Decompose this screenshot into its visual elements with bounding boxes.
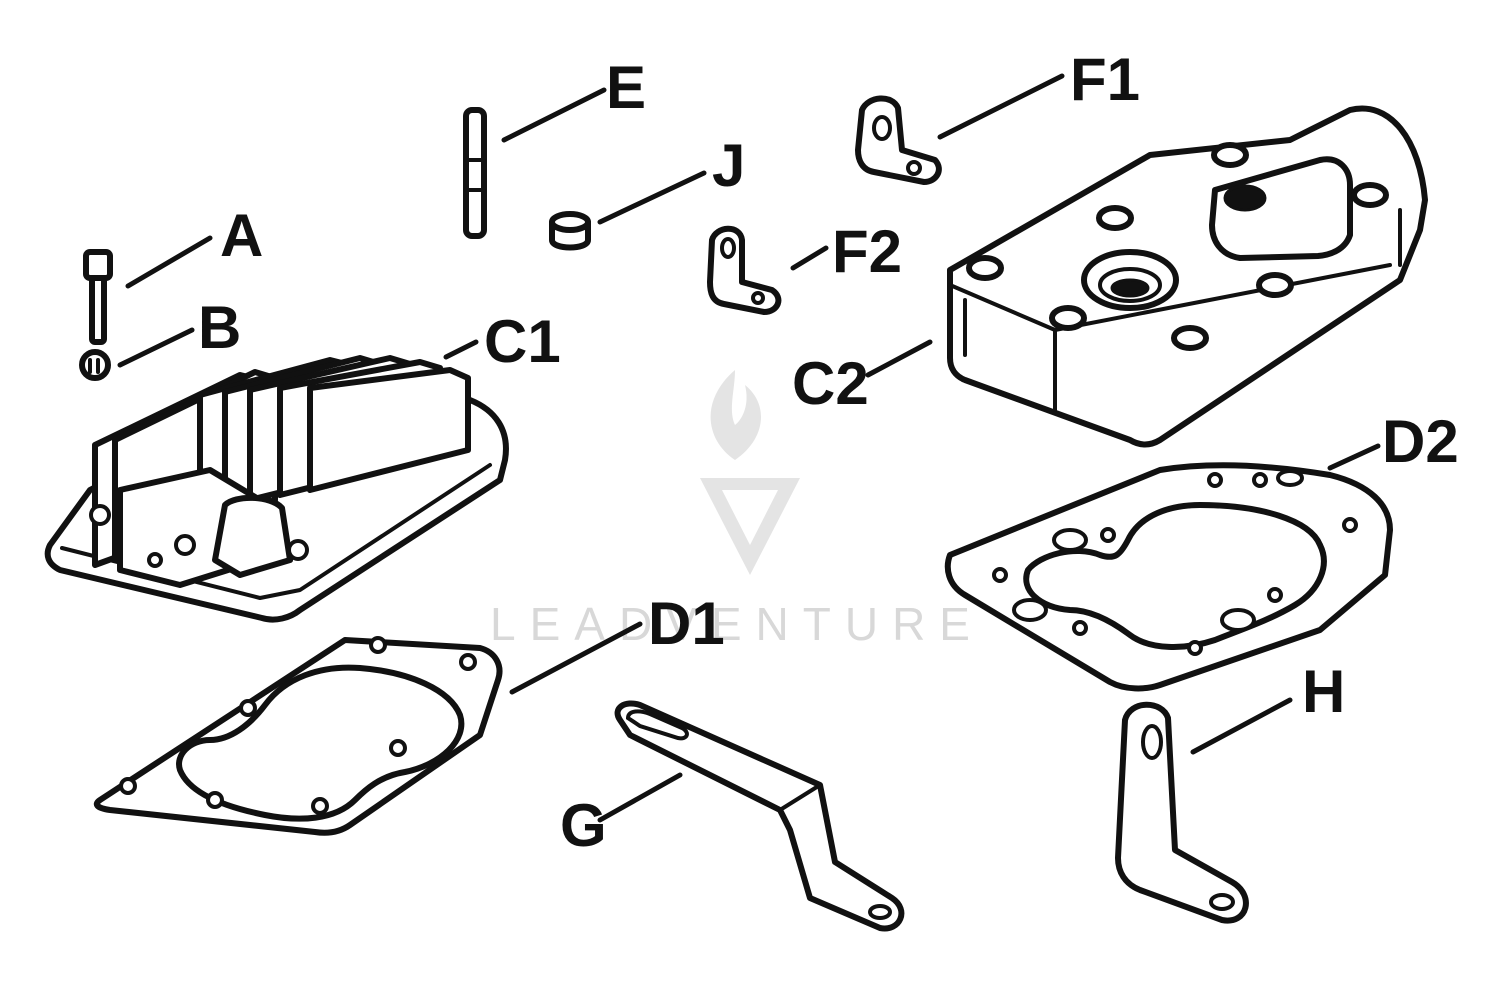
- c1-fins: [92, 355, 471, 588]
- leader-c1: [443, 339, 479, 360]
- watermark-text: LEADVENTURE: [490, 598, 984, 650]
- part-j-spacer: [549, 211, 591, 251]
- callout-label-b: B: [198, 294, 241, 361]
- part-h-bracket: [1115, 701, 1249, 924]
- part-e-stud: [463, 107, 487, 239]
- part-f1-bracket: [855, 95, 942, 185]
- callout-label-f2: F2: [832, 218, 902, 285]
- callout-label-d1: D1: [648, 590, 725, 657]
- leader-e: [501, 87, 607, 143]
- part-f2-bracket: [707, 225, 782, 315]
- callout-label-h: H: [1302, 658, 1345, 725]
- leader-c2: [865, 339, 933, 378]
- part-g-bracket: [614, 700, 905, 932]
- callout-label-f1: F1: [1070, 46, 1140, 113]
- watermark-logo-icon: [700, 370, 800, 575]
- callout-label-g: G: [560, 792, 607, 859]
- callout-label-e: E: [606, 54, 646, 121]
- leader-d1: [509, 621, 643, 695]
- part-c1-cylinder-head: [44, 355, 509, 623]
- callout-labels: A B C1 C2 D1 D2 E F1 F2 G H J: [198, 46, 1459, 859]
- leader-a: [125, 235, 213, 289]
- part-d1-gasket: [93, 636, 503, 836]
- leader-f2: [790, 245, 829, 271]
- callout-label-a: A: [220, 202, 263, 269]
- callout-label-c1: C1: [484, 308, 561, 375]
- part-b-nut: [79, 349, 111, 381]
- leader-f1: [937, 73, 1065, 140]
- leader-b: [117, 327, 195, 368]
- part-a-bolt: [83, 249, 113, 345]
- part-d2-gasket: [944, 462, 1393, 692]
- callout-label-d2: D2: [1382, 408, 1459, 475]
- part-c2-cylinder-head: [947, 105, 1428, 448]
- leader-d2: [1327, 443, 1381, 471]
- callout-label-j: J: [712, 132, 745, 199]
- watermark: LEADVENTURE: [490, 370, 984, 650]
- leader-j: [597, 170, 707, 225]
- callout-label-c2: C2: [792, 350, 869, 417]
- leader-h: [1190, 697, 1293, 755]
- leader-lines: [117, 73, 1381, 823]
- leader-g: [597, 772, 683, 823]
